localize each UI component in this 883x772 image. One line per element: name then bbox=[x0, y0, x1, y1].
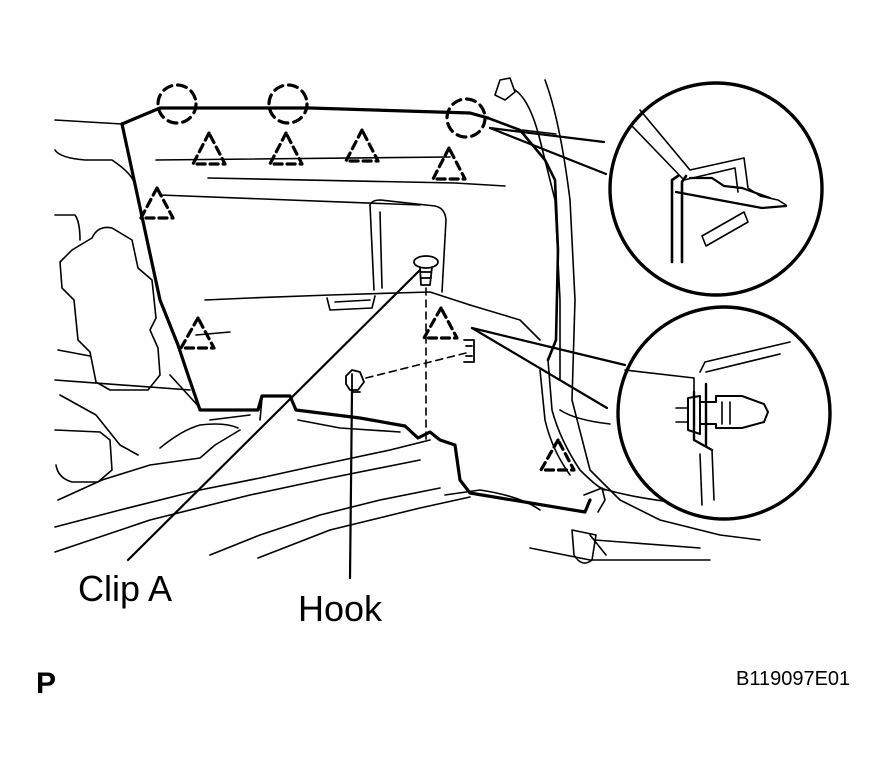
leader-lines bbox=[126, 126, 627, 580]
hook-leader-line bbox=[348, 388, 354, 580]
detail-view-lower bbox=[616, 305, 832, 521]
detail-view-upper bbox=[608, 81, 824, 297]
clip-a-part bbox=[413, 255, 439, 286]
clip-a-leader-line bbox=[126, 268, 422, 562]
detail-upper-leader bbox=[488, 126, 606, 144]
quarter-trim-panel bbox=[120, 106, 592, 514]
dashed-circle-icon bbox=[156, 83, 487, 139]
hook-label: Hook bbox=[298, 588, 383, 629]
clip-a-label: Clip A bbox=[78, 568, 173, 609]
detail-lower-leader bbox=[470, 326, 627, 367]
vehicle-interior-background bbox=[54, 77, 761, 564]
figure-code: B119097E01 bbox=[736, 668, 851, 690]
alignment-dashed-lines bbox=[365, 287, 471, 441]
dashed-triangle-icon bbox=[139, 128, 576, 472]
view-letter: P bbox=[36, 667, 57, 700]
hook-part bbox=[345, 339, 475, 393]
